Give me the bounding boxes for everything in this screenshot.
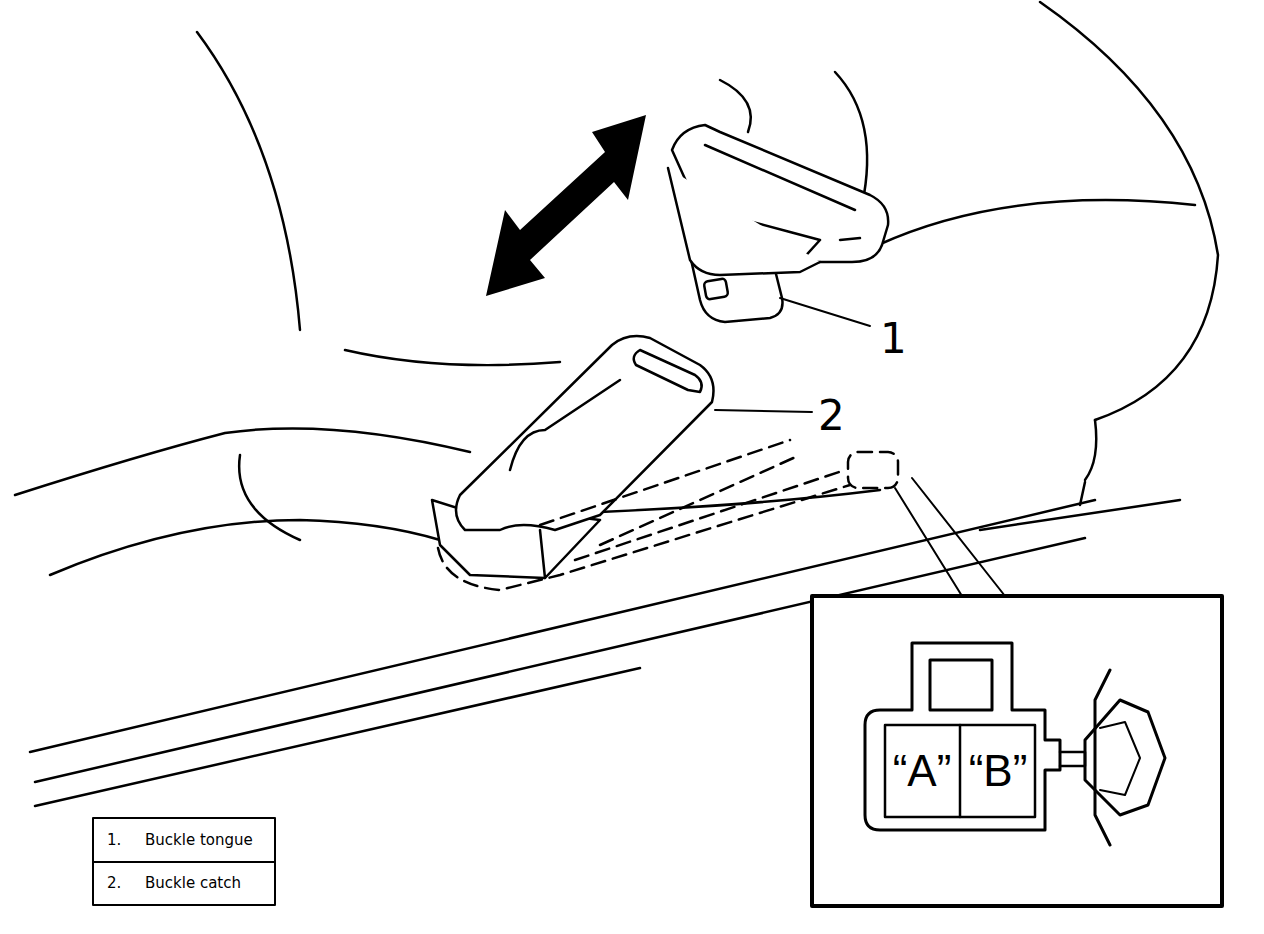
drawing-stroke bbox=[510, 380, 620, 470]
drawing-stroke bbox=[840, 238, 860, 240]
detail-inset bbox=[812, 596, 1222, 906]
drawing-stroke bbox=[720, 80, 751, 132]
drawing-stroke bbox=[1060, 752, 1085, 766]
drawing-stroke bbox=[780, 298, 870, 326]
hidden-wire bbox=[438, 440, 898, 590]
legend-table bbox=[93, 818, 275, 905]
drawing-stroke bbox=[912, 478, 1005, 596]
drawing-stroke bbox=[959, 725, 962, 817]
drawing-stroke bbox=[93, 861, 275, 863]
drawing-stroke bbox=[848, 452, 898, 488]
drawing-stroke bbox=[715, 410, 812, 412]
drawing-stroke bbox=[486, 115, 646, 296]
drawing-stroke bbox=[35, 668, 640, 806]
drawing-stroke bbox=[540, 530, 545, 578]
terminal-label: “A” bbox=[891, 749, 954, 793]
motion-arrow bbox=[486, 115, 646, 296]
drawing-stroke bbox=[634, 350, 702, 392]
drawing-stroke bbox=[1080, 482, 1085, 505]
drawing-stroke bbox=[540, 440, 790, 525]
drawing-stroke bbox=[1085, 700, 1165, 815]
drawing-stroke bbox=[456, 336, 714, 530]
drawing-stroke bbox=[93, 818, 275, 905]
drawing-stroke bbox=[704, 278, 729, 300]
drawing-stroke bbox=[600, 490, 880, 512]
drawing-stroke bbox=[705, 145, 855, 210]
drawing-stroke bbox=[197, 32, 300, 330]
legend-text: Buckle catch bbox=[145, 876, 241, 891]
drawing-stroke bbox=[895, 488, 962, 596]
drawing-stroke bbox=[575, 470, 845, 560]
seat-outline bbox=[15, 2, 1218, 575]
drawing-stroke bbox=[1100, 722, 1140, 795]
drawing-stroke bbox=[50, 520, 440, 575]
legend-number: 2. bbox=[107, 876, 121, 891]
drawing-stroke bbox=[1085, 420, 1096, 480]
detail-leaders bbox=[715, 298, 1005, 596]
callout-number: 1 bbox=[880, 318, 907, 360]
drawing-stroke bbox=[345, 350, 560, 365]
drawing-stroke bbox=[600, 455, 800, 545]
terminal-label: “B” bbox=[967, 749, 1030, 793]
legend-text: Buckle tongue bbox=[145, 833, 253, 848]
drawing-stroke bbox=[1095, 670, 1110, 845]
buckle-catch bbox=[432, 336, 714, 578]
callout-number: 2 bbox=[818, 395, 845, 437]
drawing-stroke bbox=[812, 596, 1222, 906]
drawing-stroke bbox=[878, 200, 1195, 245]
buckle-tongue bbox=[668, 125, 888, 322]
legend-number: 1. bbox=[107, 833, 121, 848]
drawing-stroke bbox=[1040, 2, 1218, 420]
drawing-stroke bbox=[930, 660, 992, 710]
drawing-stroke bbox=[865, 643, 1060, 830]
drawing-stroke bbox=[239, 455, 300, 540]
drawing-stroke bbox=[885, 725, 1035, 817]
